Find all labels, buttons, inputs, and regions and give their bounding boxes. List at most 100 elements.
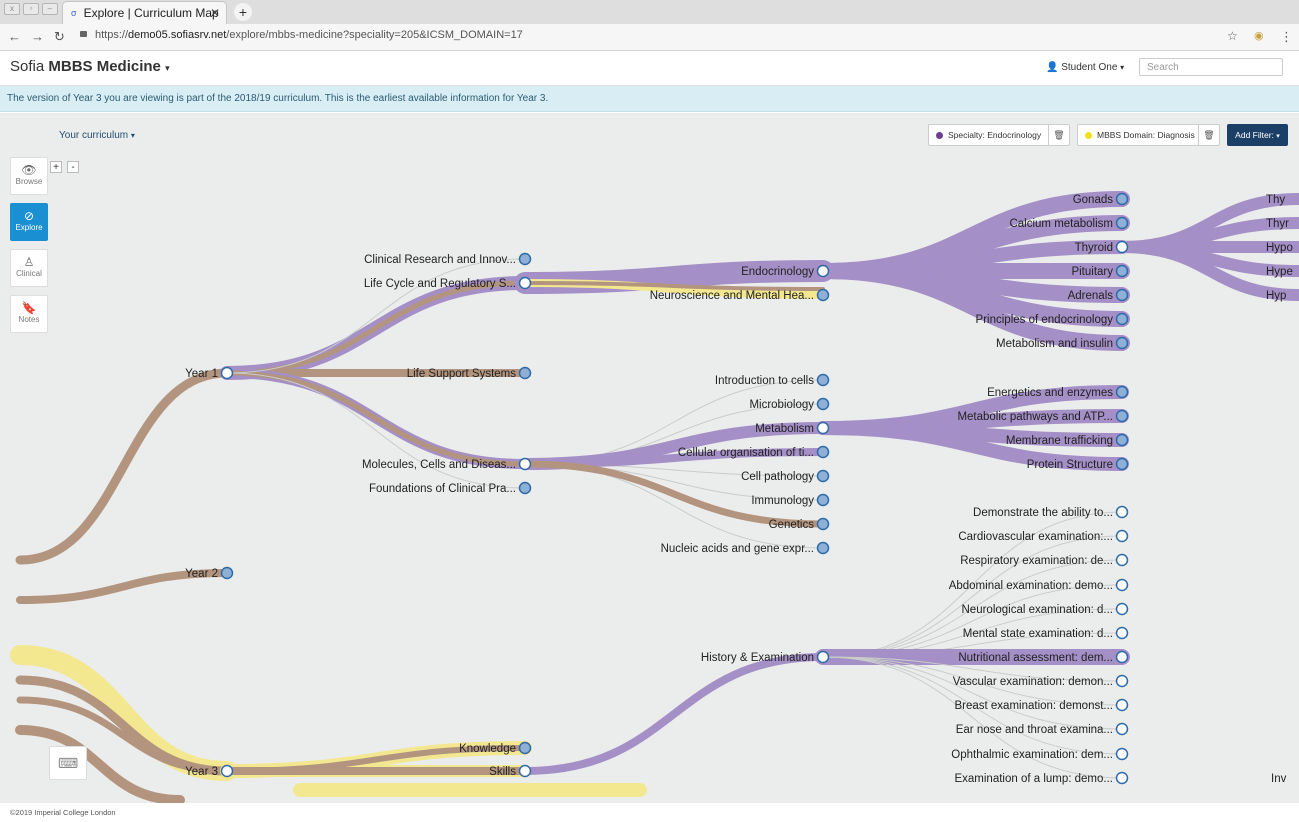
address-bar[interactable]: https://demo05.sofiasrv.net/explore/mbbs… xyxy=(80,29,523,41)
tree-node-circle[interactable] xyxy=(1115,264,1129,278)
tree-node-year-3[interactable]: Year 3 xyxy=(185,764,234,779)
tree-node-circle[interactable] xyxy=(816,469,830,483)
tree-node[interactable]: Nucleic acids and gene expr... xyxy=(661,541,830,556)
tree-node[interactable]: Nutritional assessment: dem... xyxy=(958,650,1129,665)
tree-node[interactable]: Ear nose and throat examina... xyxy=(956,722,1129,737)
trash-icon[interactable]: 🗑 xyxy=(1048,125,1069,145)
tree-node-circle[interactable] xyxy=(1115,505,1129,519)
tree-node[interactable]: Breast examination: demonst... xyxy=(954,698,1129,713)
sidebar-browse-button[interactable]: 👁Browse xyxy=(10,157,48,195)
tree-node-circle[interactable] xyxy=(518,457,532,471)
tree-node-circle[interactable] xyxy=(1115,192,1129,206)
tree-node[interactable]: Neuroscience and Mental Hea... xyxy=(650,288,830,303)
tree-node-circle[interactable] xyxy=(816,445,830,459)
tree-node-circle[interactable] xyxy=(518,252,532,266)
filter-chip-domain[interactable]: MBBS Domain: Diagnosis 🗑 xyxy=(1077,124,1220,146)
tree-node-circle[interactable] xyxy=(816,650,830,664)
tree-node-circle[interactable] xyxy=(1115,626,1129,640)
tree-node-circle[interactable] xyxy=(518,481,532,495)
zoom-in-button[interactable]: + xyxy=(50,161,62,173)
tree-node-circle[interactable] xyxy=(1115,385,1129,399)
tree-node-year-2[interactable]: Year 2 xyxy=(185,566,234,581)
tree-node-circle[interactable] xyxy=(518,366,532,380)
keyboard-shortcuts-button[interactable]: ⌨ xyxy=(49,746,87,780)
tree-node-circle[interactable] xyxy=(1115,578,1129,592)
tree-node[interactable]: Examination of a lump: demo... xyxy=(954,771,1129,786)
sidebar-clinical-button[interactable]: ♙Clinical xyxy=(10,249,48,287)
tree-node[interactable]: Energetics and enzymes xyxy=(987,385,1129,400)
add-filter-button[interactable]: Add Filter: ▾ xyxy=(1227,124,1288,146)
tree-node-circle[interactable] xyxy=(1115,216,1129,230)
tree-node[interactable]: Cellular organisation of ti... xyxy=(678,445,830,460)
tree-node[interactable]: Pituitary xyxy=(1071,264,1129,279)
search-input[interactable]: Search xyxy=(1139,58,1283,76)
tree-node[interactable]: Skills xyxy=(489,764,532,779)
tree-node[interactable]: Neurological examination: d... xyxy=(962,602,1129,617)
tree-node-circle[interactable] xyxy=(1115,457,1129,471)
app-brand[interactable]: Sofia MBBS Medicine ▾ xyxy=(10,58,170,75)
tree-node[interactable]: Calcium metabolism xyxy=(1009,216,1129,231)
tree-node-circle[interactable] xyxy=(1115,240,1129,254)
tree-node[interactable]: Protein Structure xyxy=(1027,457,1129,472)
tree-node-circle[interactable] xyxy=(1115,747,1129,761)
tree-node-circle[interactable] xyxy=(1115,722,1129,736)
tree-node[interactable]: Cell pathology xyxy=(741,469,830,484)
tree-node-circle[interactable] xyxy=(1115,288,1129,302)
browser-tab[interactable]: σ Explore | Curriculum Map ✕ xyxy=(62,1,227,24)
tree-node[interactable]: Knowledge xyxy=(459,741,532,756)
tree-node-circle[interactable] xyxy=(816,421,830,435)
tree-node-circle[interactable] xyxy=(1115,553,1129,567)
tree-node[interactable]: Thyroid xyxy=(1075,240,1129,255)
bookmark-star-icon[interactable]: ☆ xyxy=(1227,29,1238,43)
tree-node-circle[interactable] xyxy=(1115,674,1129,688)
tree-node-circle[interactable] xyxy=(1115,650,1129,664)
tree-node-label[interactable]: Thyr xyxy=(1266,218,1289,230)
tree-node[interactable]: Cardiovascular examination:... xyxy=(958,529,1129,544)
window-close-button[interactable]: x xyxy=(4,3,20,15)
tree-node-circle[interactable] xyxy=(816,493,830,507)
tree-node-circle[interactable] xyxy=(220,566,234,580)
filter-chip-specialty[interactable]: Specialty: Endocrinology 🗑 xyxy=(928,124,1070,146)
tree-node[interactable]: History & Examination xyxy=(701,650,830,665)
forward-arrow-icon[interactable]: → xyxy=(31,29,44,44)
tree-node[interactable]: Genetics xyxy=(769,517,830,532)
browser-menu-icon[interactable]: ⋮ xyxy=(1280,29,1293,44)
tree-node-year-1[interactable]: Year 1 xyxy=(185,366,234,381)
tree-node[interactable]: Introduction to cells xyxy=(715,373,830,388)
tree-node-circle[interactable] xyxy=(1115,771,1129,785)
tree-node-circle[interactable] xyxy=(518,741,532,755)
close-tab-icon[interactable]: ✕ xyxy=(209,6,220,20)
tree-node[interactable]: Metabolic pathways and ATP... xyxy=(957,409,1129,424)
tree-node[interactable]: Life Cycle and Regulatory S... xyxy=(364,276,532,291)
tree-node-label[interactable]: Thy xyxy=(1266,194,1285,206)
tree-node[interactable]: Adrenals xyxy=(1068,288,1129,303)
new-tab-button[interactable]: + xyxy=(234,3,252,21)
tree-node-label[interactable]: Inv xyxy=(1271,773,1287,785)
user-menu[interactable]: 👤 Student One ▾ xyxy=(1046,62,1124,73)
tree-node-label[interactable]: Hype xyxy=(1266,266,1293,278)
tree-node[interactable]: Respiratory examination: de... xyxy=(960,553,1129,568)
back-arrow-icon[interactable]: ← xyxy=(8,29,21,44)
tree-node[interactable]: Molecules, Cells and Diseas... xyxy=(362,457,532,472)
tree-node[interactable]: Mental state examination: d... xyxy=(963,626,1129,641)
tree-node[interactable]: Microbiology xyxy=(749,397,830,412)
tree-node[interactable]: Endocrinology xyxy=(741,264,830,279)
tree-node-circle[interactable] xyxy=(1115,433,1129,447)
tree-node-circle[interactable] xyxy=(816,397,830,411)
extension-icon[interactable]: ◉ xyxy=(1254,30,1264,42)
tree-node-circle[interactable] xyxy=(1115,336,1129,350)
window-minimize-button[interactable]: – xyxy=(42,3,58,15)
tree-node[interactable]: Gonads xyxy=(1073,192,1129,207)
tree-node-circle[interactable] xyxy=(816,541,830,555)
sidebar-explore-button[interactable]: ⊘Explore xyxy=(10,203,48,241)
tree-node-circle[interactable] xyxy=(816,288,830,302)
tree-node[interactable]: Metabolism and insulin xyxy=(996,336,1129,351)
sidebar-notes-button[interactable]: 🔖Notes xyxy=(10,295,48,333)
tree-node-circle[interactable] xyxy=(220,366,234,380)
tree-node-circle[interactable] xyxy=(1115,312,1129,326)
tree-node-circle[interactable] xyxy=(816,517,830,531)
tree-node[interactable]: Immunology xyxy=(751,493,830,508)
tree-node-circle[interactable] xyxy=(518,764,532,778)
tree-node-circle[interactable] xyxy=(816,264,830,278)
tree-node[interactable]: Ophthalmic examination: dem... xyxy=(951,747,1129,762)
